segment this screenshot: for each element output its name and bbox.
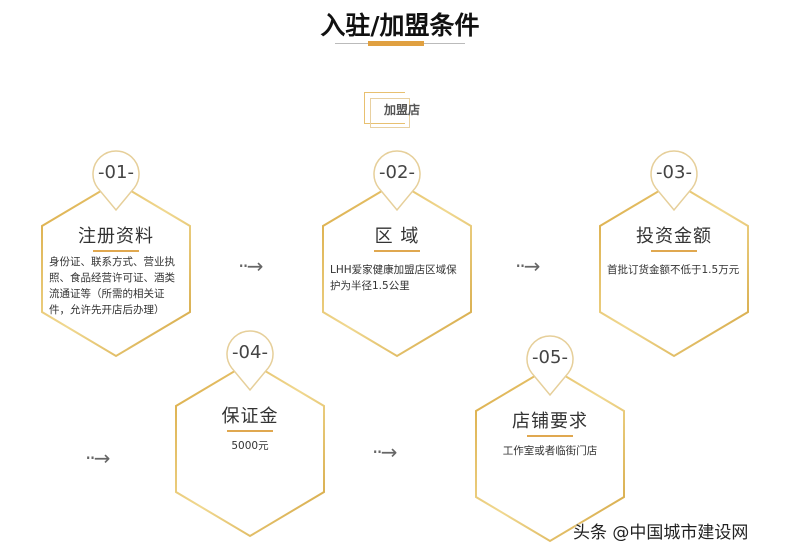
heading-underline — [651, 250, 697, 252]
arrow-1-2: ··→ — [238, 254, 264, 278]
pin-marker-icon — [92, 150, 140, 212]
heading-underline — [374, 250, 420, 252]
page-title: 入驻/加盟条件 — [320, 11, 480, 40]
hexagon-frame — [322, 180, 472, 358]
step-description: 5000元 — [231, 440, 269, 452]
pin-marker-icon — [650, 150, 698, 212]
tag-frame-inner — [370, 98, 410, 128]
step-description: 首批订货金额不低于1.5万元 — [607, 264, 740, 276]
tag-frame — [364, 92, 405, 124]
arrow-2-3: ··→ — [515, 254, 541, 278]
step-description: 工作室或者临街门店 — [502, 445, 598, 457]
title-accent-bar — [368, 41, 424, 46]
tag-label: 加盟店 — [384, 103, 421, 117]
heading-underline — [527, 435, 573, 437]
heading-underline — [93, 250, 139, 252]
step-heading: 区 域 — [374, 226, 420, 247]
hexagon-frame — [475, 365, 625, 543]
pin-marker-icon — [526, 335, 574, 397]
step-heading: 店铺要求 — [512, 411, 588, 432]
pin-marker-icon — [226, 330, 274, 392]
hexagon-frame — [41, 180, 191, 358]
step-number: -05- — [532, 347, 568, 368]
hexagon-frame — [175, 360, 325, 538]
heading-underline — [227, 430, 273, 432]
arrow-4-5: ··→ — [372, 440, 398, 464]
watermark: 头条 @中国城市建设网 — [573, 523, 749, 543]
step-number: -01- — [98, 162, 134, 183]
step-number: -03- — [656, 162, 692, 183]
hexagon-frame — [599, 180, 749, 358]
step-heading: 投资金额 — [636, 226, 712, 247]
step-heading: 保证金 — [221, 406, 279, 427]
step-number: -04- — [232, 342, 268, 363]
arrow-to-4: ··→ — [85, 446, 111, 470]
step-heading: 注册资料 — [78, 226, 154, 247]
step-number: -02- — [379, 162, 415, 183]
step-description: 身份证、联系方式、营业执照、食品经营许可证、酒类流通证等（所需的相关证件，允许先… — [49, 256, 175, 316]
pin-marker-icon — [373, 150, 421, 212]
step-description: LHH爱家健康加盟店区域保护为半径1.5公里 — [330, 264, 457, 292]
